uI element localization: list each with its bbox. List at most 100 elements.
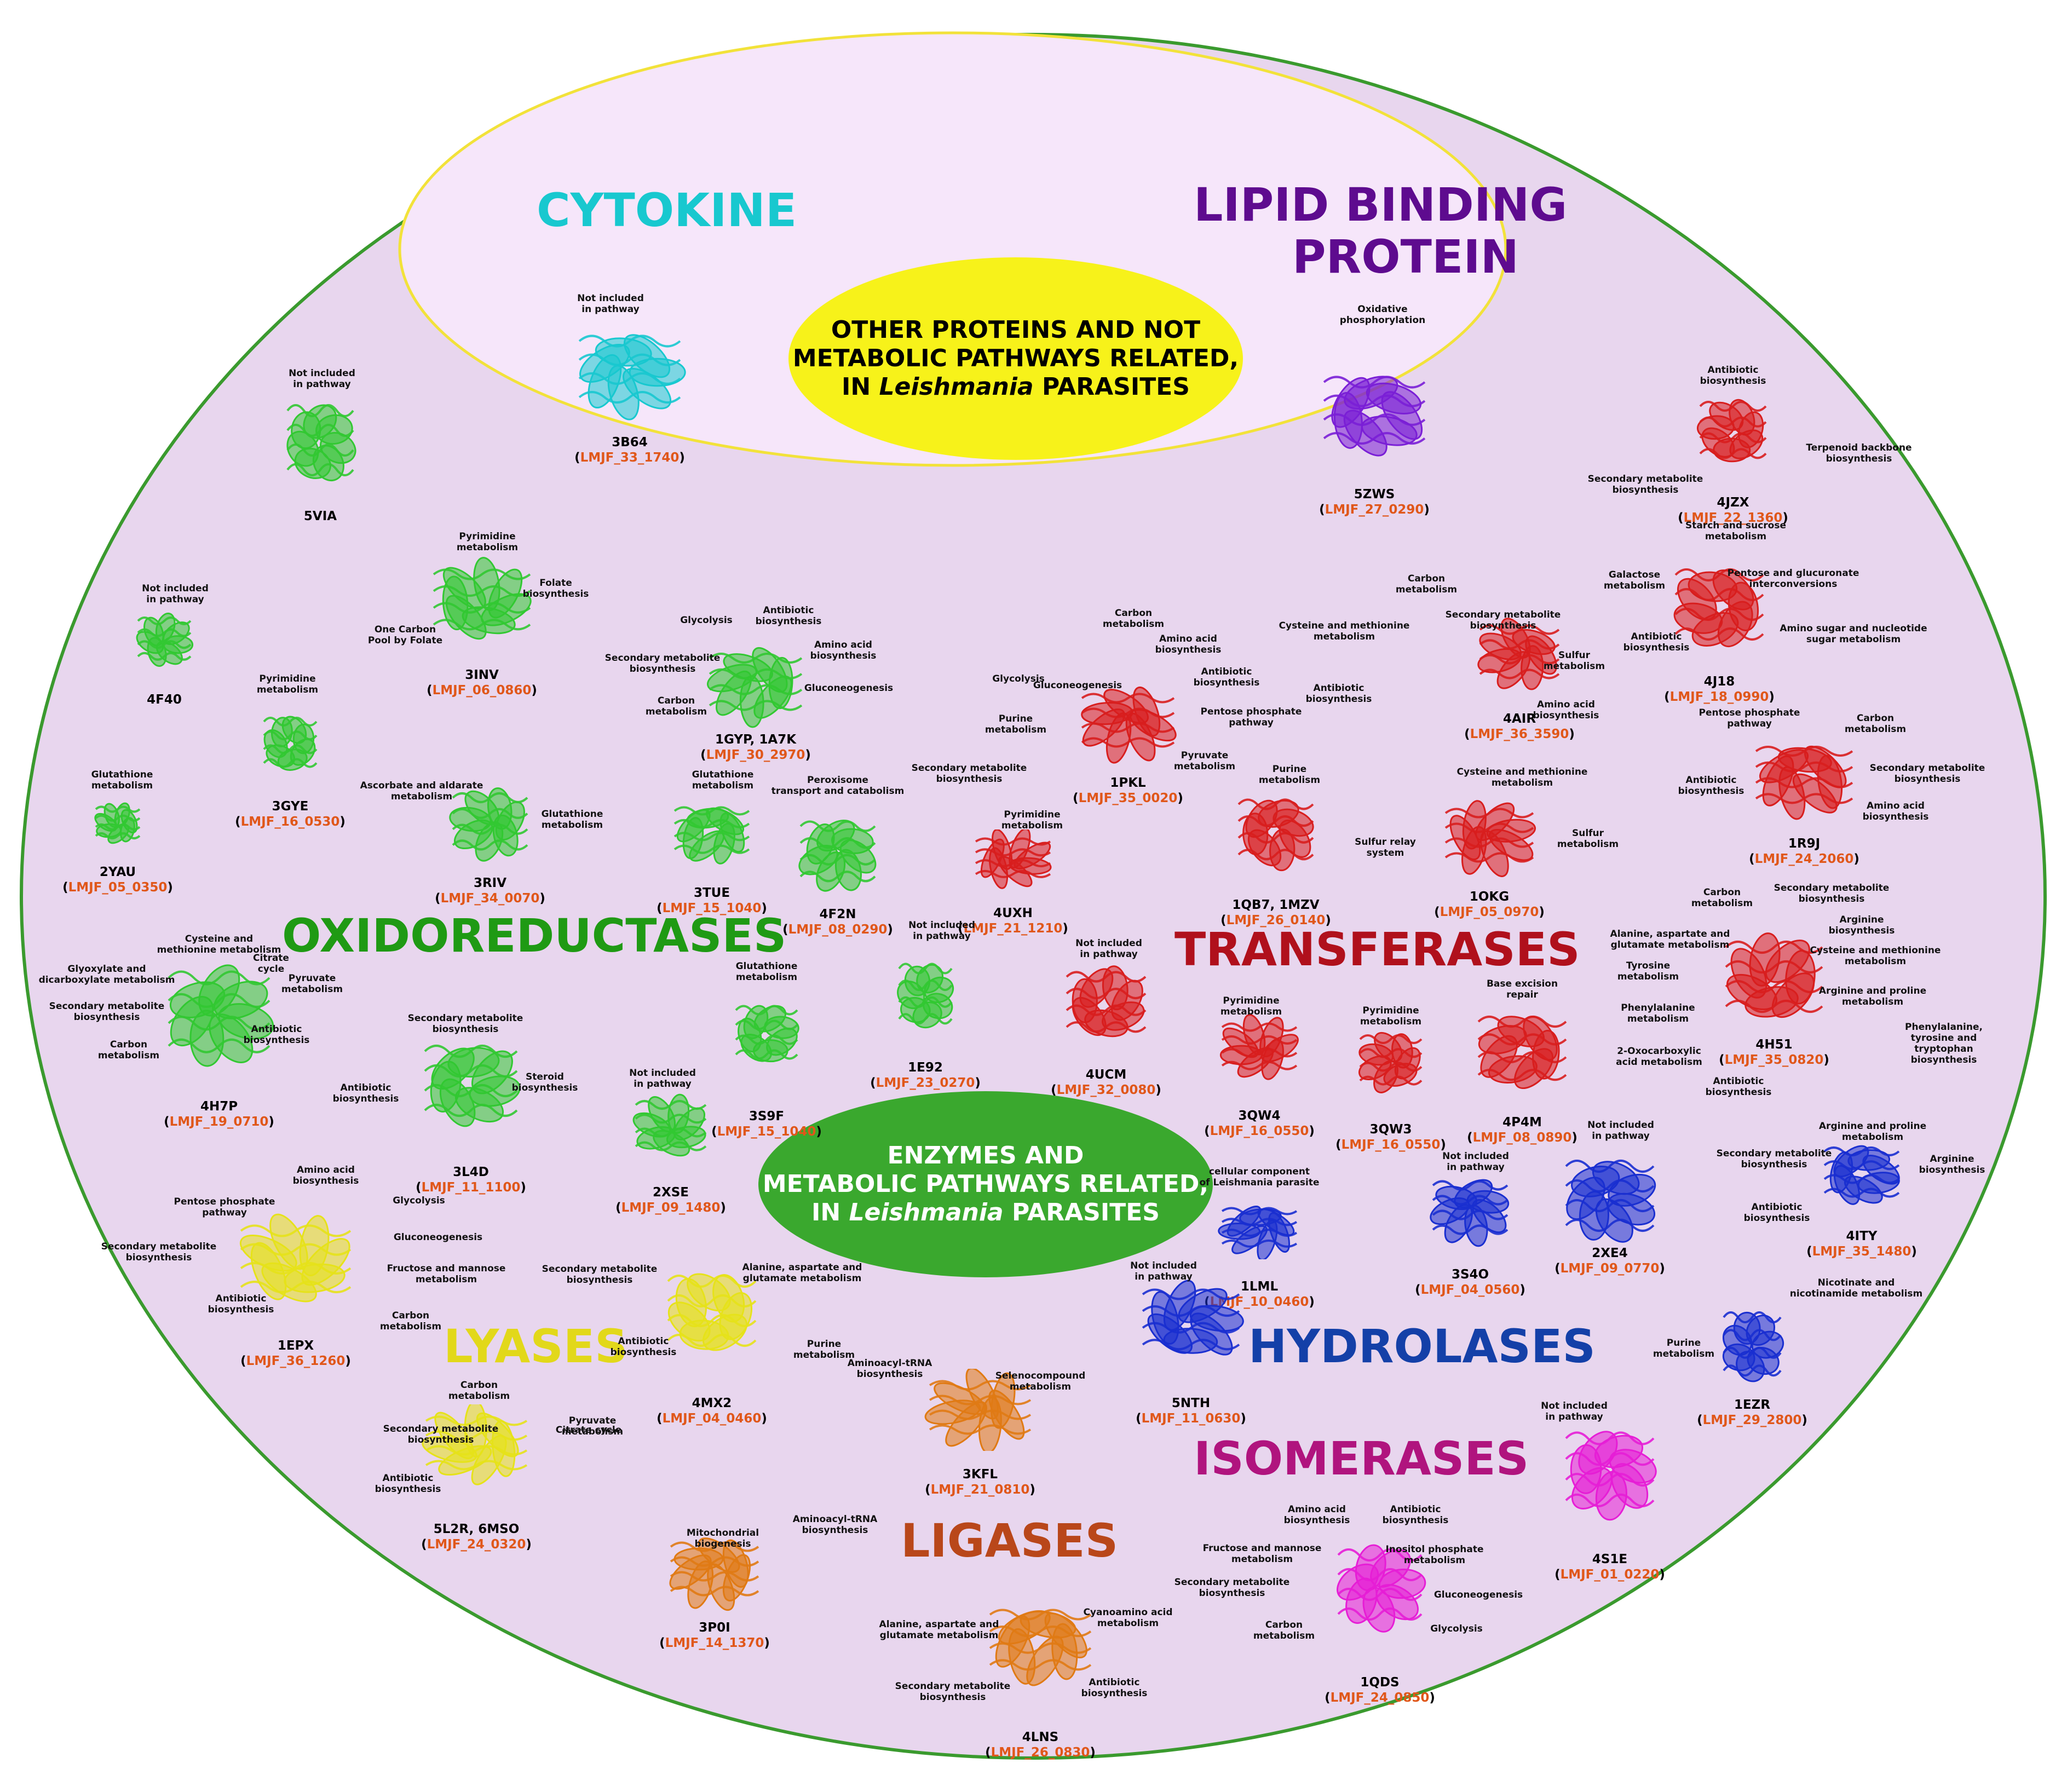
enzymes-center-line3-italic: Leishmania xyxy=(849,1198,1004,1226)
gene-code: LMJF_11_0630 xyxy=(1141,1411,1241,1426)
gene-code: LMJF_33_1740 xyxy=(580,451,680,465)
gene-id: (LMJF_18_0990) xyxy=(1664,690,1775,704)
pdb-id: 4ITY xyxy=(1846,1229,1878,1243)
pathway-label: Not included in pathway xyxy=(289,368,355,390)
pathway-label: Antibiotic biosynthesis xyxy=(375,1473,441,1495)
pathway-label: Pyruvate metabolism xyxy=(281,973,343,995)
gene-code: LMJF_30_2970 xyxy=(706,748,805,762)
pathway-label: Not included in pathway xyxy=(577,293,644,315)
gene-code: LMJF_26_0830 xyxy=(991,1745,1090,1760)
pdb-id: 4F40 xyxy=(147,693,182,707)
pathway-label: Glyoxylate and dicarboxylate metabolism xyxy=(38,964,175,986)
enzymes-center-line1: ENZYMES AND xyxy=(887,1142,1084,1169)
pathway-label: Not included in pathway xyxy=(629,1068,696,1090)
pdb-id: 1EZR xyxy=(1734,1398,1771,1412)
pathway-label: Not included in pathway xyxy=(1541,1401,1608,1422)
green-protein-icon xyxy=(673,806,750,865)
pdb-id: 3INV xyxy=(465,668,499,682)
gene-id: (LMJF_04_0460) xyxy=(657,1411,767,1426)
pdb-id: 3B64 xyxy=(612,435,648,450)
gene-code: LMJF_06_0860 xyxy=(432,683,532,698)
pdb-id: 3KFL xyxy=(962,1467,998,1482)
pathway-label: Pentose and glucuronate interconversions xyxy=(1727,568,1859,590)
pdb-id: 4JZX xyxy=(1717,495,1749,510)
gene-code: LMJF_22_1360 xyxy=(1683,511,1783,525)
pathway-label: Not included in pathway xyxy=(142,583,209,605)
pathway-label: Arginine and proline metabolism xyxy=(1818,986,1927,1007)
pdb-id: 1QB7, 1MZV xyxy=(1232,898,1320,912)
gene-code: LMJF_19_0710 xyxy=(169,1115,269,1129)
pathway-label: Secondary metabolite biosynthesis xyxy=(407,1013,523,1035)
pathway-label: Amino acid biosynthesis xyxy=(1533,699,1599,721)
red-protein-icon xyxy=(1673,568,1764,648)
red-protein-icon xyxy=(1696,399,1767,463)
gene-id: (LMJF_05_0350) xyxy=(62,880,173,895)
blue-protein-icon xyxy=(1565,1160,1656,1243)
pathway-label: Antibiotic biosynthesis xyxy=(208,1293,274,1315)
pathway-label: Secondary metabolite biosynthesis xyxy=(1716,1148,1832,1170)
gene-id: (LMJF_06_0860) xyxy=(427,683,537,698)
blue-protein-icon xyxy=(1722,1311,1784,1382)
pdb-id: 3QW4 xyxy=(1238,1109,1281,1123)
pathway-label: Secondary metabolite biosynthesis xyxy=(1774,883,1890,904)
other-proteins-center-oval: OTHER PROTEINS AND NOT METABOLIC PATHWAY… xyxy=(788,257,1243,460)
pathway-label: Galactose metabolism xyxy=(1603,569,1666,591)
pdb-id: 5NTH xyxy=(1171,1396,1211,1410)
yellow-protein-icon xyxy=(239,1213,352,1303)
pathway-label: Amino acid biosynthesis xyxy=(1283,1504,1350,1526)
magenta-protein-icon xyxy=(1337,1544,1426,1633)
gene-code: LMJF_14_1370 xyxy=(665,1636,764,1650)
gene-id: (LMJF_32_0080) xyxy=(1051,1083,1161,1097)
pathway-label: Not included in pathway xyxy=(1442,1151,1509,1173)
pathway-label: Sulfur metabolism xyxy=(1557,828,1619,850)
pathway-label: Cysteine and methionine metabolism xyxy=(157,934,281,955)
enzymes-center-line3-pre: IN xyxy=(811,1198,849,1226)
gene-id: (LMJF_08_0290) xyxy=(782,923,893,937)
red-protein-icon xyxy=(1477,618,1560,690)
gene-code: LMJF_34_0070 xyxy=(440,891,540,906)
pathway-label: Pyrimidine metabolism xyxy=(1360,1005,1422,1027)
pathway-label: Carbon metabolism xyxy=(645,695,707,717)
red-protein-icon xyxy=(1444,800,1536,878)
gene-id: (LMJF_11_0630) xyxy=(1136,1411,1246,1426)
pathway-label: Aminoacyl-tRNA biosynthesis xyxy=(847,1358,932,1380)
pathway-label: Purine metabolism xyxy=(793,1339,855,1361)
category-lipid-binding-line2: PROTEIN xyxy=(1292,230,1519,284)
pathway-label: Secondary metabolite biosynthesis xyxy=(542,1264,658,1286)
gene-id: (LMJF_33_1740) xyxy=(574,451,685,465)
gene-code: LMJF_35_0020 xyxy=(1078,791,1178,805)
pathway-label: 2-Oxocarboxylic acid metabolism xyxy=(1616,1046,1702,1068)
pdb-id: 1PKL xyxy=(1110,776,1146,790)
category-hydrolases: HYDROLASES xyxy=(1248,1319,1596,1373)
pathway-label: Carbon metabolism xyxy=(448,1380,510,1402)
pdb-id: 4P4M xyxy=(1502,1115,1542,1130)
red-protein-icon xyxy=(1755,746,1853,820)
pathway-label: Tyrosine metabolism xyxy=(1617,960,1679,982)
pdb-id: 3RIV xyxy=(473,876,507,890)
gene-code: LMJF_36_1260 xyxy=(246,1354,346,1368)
yellow-protein-icon xyxy=(422,1404,528,1485)
pdb-id: 5L2R, 6MSO xyxy=(433,1522,520,1536)
green-protein-icon xyxy=(707,647,803,728)
pathway-label: Secondary metabolite biosynthesis xyxy=(383,1424,499,1445)
category-cytokine: CYTOKINE xyxy=(537,183,797,237)
pdb-id: 5ZWS xyxy=(1354,487,1395,502)
gene-id: (LMJF_35_0820) xyxy=(1719,1053,1829,1067)
green-protein-icon xyxy=(449,787,528,862)
pathway-label: Antibiotic biosynthesis xyxy=(1305,683,1372,705)
gene-code: LMJF_24_0320 xyxy=(427,1537,526,1552)
gene-id: (LMJF_36_1260) xyxy=(240,1354,351,1368)
pathway-label: Arginine and proline metabolism xyxy=(1818,1121,1927,1143)
gene-code: LMJF_18_0990 xyxy=(1669,690,1769,704)
pathway-label: Gluconeogenesis xyxy=(804,683,894,694)
green-protein-icon xyxy=(286,404,356,481)
gene-code: LMJF_09_0770 xyxy=(1560,1261,1660,1276)
gene-id: (LMJF_08_0890) xyxy=(1467,1131,1577,1145)
pathway-label: Antibiotic biosynthesis xyxy=(1081,1677,1148,1699)
pathway-label: One Carbon Pool by Folate xyxy=(367,624,443,646)
pathway-label: Secondary metabolite biosynthesis xyxy=(895,1681,1011,1703)
pathway-label: Antibiotic biosynthesis xyxy=(332,1082,399,1104)
pathway-label: Cysteine and methionine metabolism xyxy=(1279,620,1410,642)
gene-code: LMJF_32_0080 xyxy=(1056,1083,1156,1097)
